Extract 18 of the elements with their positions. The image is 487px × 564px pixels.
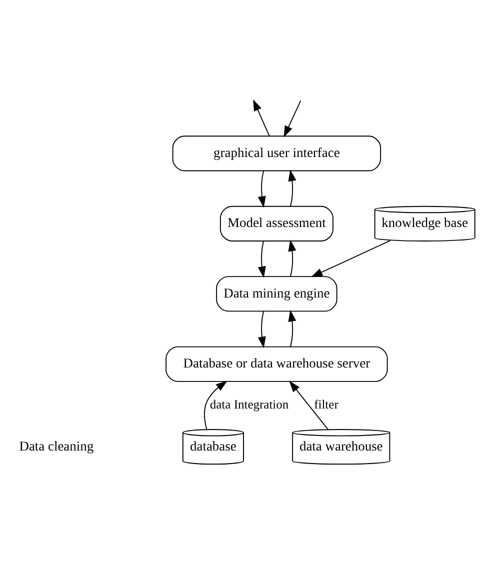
arrow [258, 310, 266, 348]
arrow [284, 100, 302, 138]
node-box: Database or data warehouse server [166, 346, 388, 382]
edge-label: data Integration [210, 398, 289, 412]
node-box: Data mining engine [216, 276, 338, 312]
arrow [253, 99, 270, 137]
label: Data cleaning [19, 438, 94, 454]
arrow [310, 240, 391, 278]
node-box: Model assessment [220, 206, 334, 242]
arrow [258, 170, 266, 208]
arrow [288, 170, 296, 207]
edge-label: filter [314, 398, 338, 412]
arrow [204, 380, 228, 430]
arrow [288, 310, 296, 348]
arrow [289, 380, 328, 430]
arrow [288, 240, 296, 278]
node-box: graphical user interface [172, 136, 382, 172]
arrow [258, 240, 266, 278]
